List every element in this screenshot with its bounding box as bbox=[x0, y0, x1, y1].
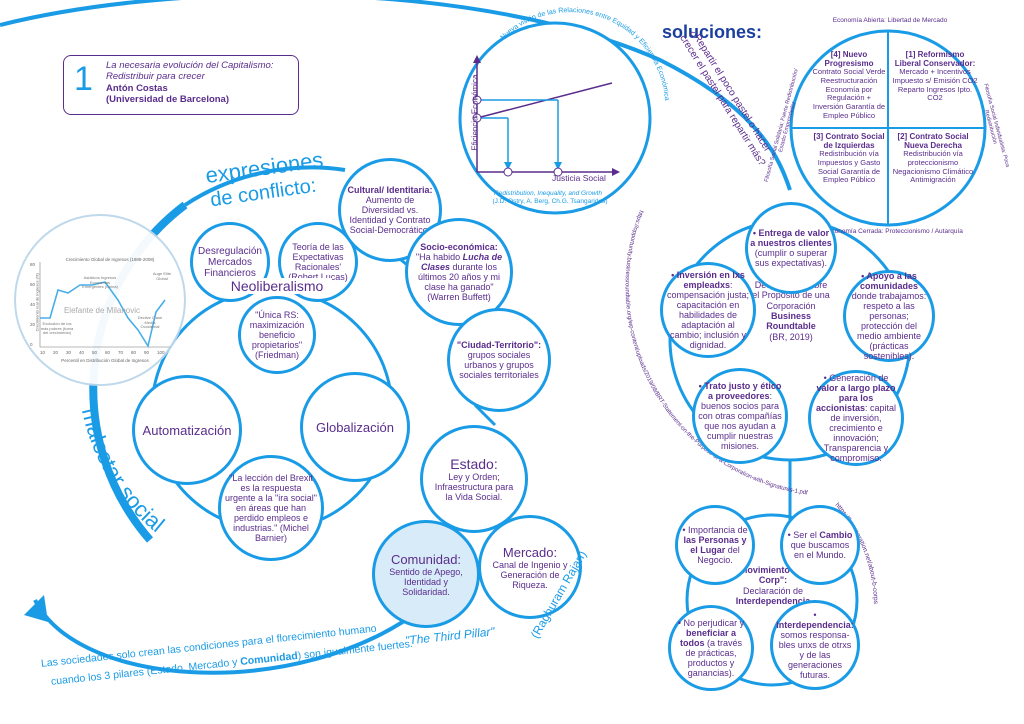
graph-xlabel: Justicia Social bbox=[552, 173, 606, 183]
elephant-circle bbox=[14, 214, 186, 386]
elephant-ylabel: Crecimiento real de ingresos (%) bbox=[34, 273, 40, 332]
header-box: 1 La necesaria evolución del Capitalismo… bbox=[63, 55, 299, 115]
brt-comunidades-circle: • Apoyo a las comunidades donde trabajam… bbox=[843, 270, 935, 362]
quadrant-bottom-label: Economía Cerrada: Proteccionismo / Autar… bbox=[827, 228, 963, 235]
bottom-arrowhead bbox=[24, 595, 48, 622]
bcorp-personas-circle: • Importancia de las Personas y el Lugar… bbox=[675, 505, 755, 585]
socio-economica-circle: Socio-económica: "Ha habido Lucha de Cla… bbox=[405, 218, 513, 326]
elephant-xtick: 100 bbox=[157, 350, 165, 355]
elephant-xtick: 40 bbox=[79, 350, 85, 355]
elephant-ann1: Asiáticos Ingresos Economías Emergentes … bbox=[82, 275, 118, 290]
mercado-circle: Mercado: Canal de Ingenio y Generación d… bbox=[478, 515, 582, 619]
elephant-ann2: Auge Elite Global bbox=[152, 271, 172, 281]
elephant-xtick: 30 bbox=[66, 350, 72, 355]
elephant-ann4: Declive Clase Media Occidental bbox=[137, 315, 163, 330]
quadrant-1: [1] Reformismo Liberal Conservador:Merca… bbox=[892, 50, 978, 103]
elephant-ytick: 0 bbox=[30, 342, 33, 347]
elephant-caption: Elefante de Milanovic bbox=[63, 306, 141, 315]
elephant-xtick: 80 bbox=[131, 350, 137, 355]
graph-p2: 2 bbox=[474, 94, 478, 101]
elephant-xtick: 60 bbox=[105, 350, 111, 355]
elephant-title: Crecimiento Global de Ingresos (1988-200… bbox=[65, 257, 155, 262]
neoliberalismo-label: Neoliberalismo bbox=[222, 278, 332, 295]
header-affiliation: (Universidad de Barcelona) bbox=[106, 94, 230, 106]
brt-clientes-circle: • Entrega de valor a nuestros clientes (… bbox=[745, 202, 837, 294]
elephant-xtick: 70 bbox=[118, 350, 124, 355]
equity-efficiency-graph bbox=[472, 55, 620, 177]
bcorp-cambio-circle: • Ser el Cambio que buscamos en el Mundo… bbox=[780, 505, 860, 585]
graph-ref2: (J.D. Ostry, A. Berg, Ch.G. Tsangarides) bbox=[492, 198, 608, 205]
bcorp-beneficiar-circle: • No perjudicar y beneficiar a todos (a … bbox=[668, 605, 754, 691]
quadrant-top-label: Economía Abierta: Libertad de Mercado bbox=[832, 17, 948, 24]
elephant-xtick: 50 bbox=[92, 350, 98, 355]
elephant-xtick: 10 bbox=[40, 350, 46, 355]
brt-empleados-circle: • Inversión en lxs empleadxs: compensaci… bbox=[660, 262, 756, 358]
estado-circle: Estado: Ley y Orden; Infraestructura par… bbox=[420, 425, 528, 533]
header-title: La necesaria evolución del Capitalismo: bbox=[106, 60, 274, 71]
elephant-xlabel: Percentil en Distribución Global de Ingr… bbox=[61, 358, 149, 363]
header-author: Antón Costas bbox=[106, 82, 168, 94]
unica-rs-circle: "Única RS: maximización beneficio propie… bbox=[238, 296, 316, 374]
bcorp-interdependencia-circle: • Interdependencia: somos responsa-bles … bbox=[770, 600, 860, 690]
expresiones-arc bbox=[183, 165, 346, 207]
elephant-xtick: 90 bbox=[144, 350, 150, 355]
elephant-ytick: 60 bbox=[30, 282, 36, 287]
elephant-ytick: 40 bbox=[30, 302, 36, 307]
elephant-ytick: 80 bbox=[30, 262, 36, 267]
brt-accionistas-circle: • Generación de valor a largo plazo para… bbox=[808, 370, 904, 466]
comunidad-circle: Comunidad: Sentido de Apego, Identidad y… bbox=[372, 520, 480, 628]
header-subtitle: Redistribuir para crecer bbox=[106, 71, 205, 83]
soluciones-label: soluciones: bbox=[662, 22, 763, 42]
globalizacion-circle: Globalización bbox=[300, 372, 410, 482]
graph-ref1: Redistribution, Inequality, and Growth bbox=[494, 190, 602, 197]
elephant-xtick: 20 bbox=[53, 350, 59, 355]
elephant-ann3: Exclusión de los más pobres (fuera del c… bbox=[40, 321, 74, 336]
automatizacion-circle: Automatización bbox=[132, 375, 242, 485]
graph-p1: 1 bbox=[474, 112, 478, 119]
brexit-circle: "La lección del Brexit es la respuesta u… bbox=[218, 455, 324, 561]
elephant-chart bbox=[39, 262, 170, 349]
elephant-ytick: 20 bbox=[30, 322, 36, 327]
ciudad-territorio-circle: "Ciudad-Territorio": grupos sociales urb… bbox=[447, 308, 551, 412]
header-number: 1 bbox=[74, 60, 93, 98]
bottom-arc bbox=[33, 599, 422, 675]
bcorp-outer-ring bbox=[685, 513, 859, 687]
brt-proveedores-circle: • Trato justo y ético a proveedores: bue… bbox=[692, 368, 788, 464]
